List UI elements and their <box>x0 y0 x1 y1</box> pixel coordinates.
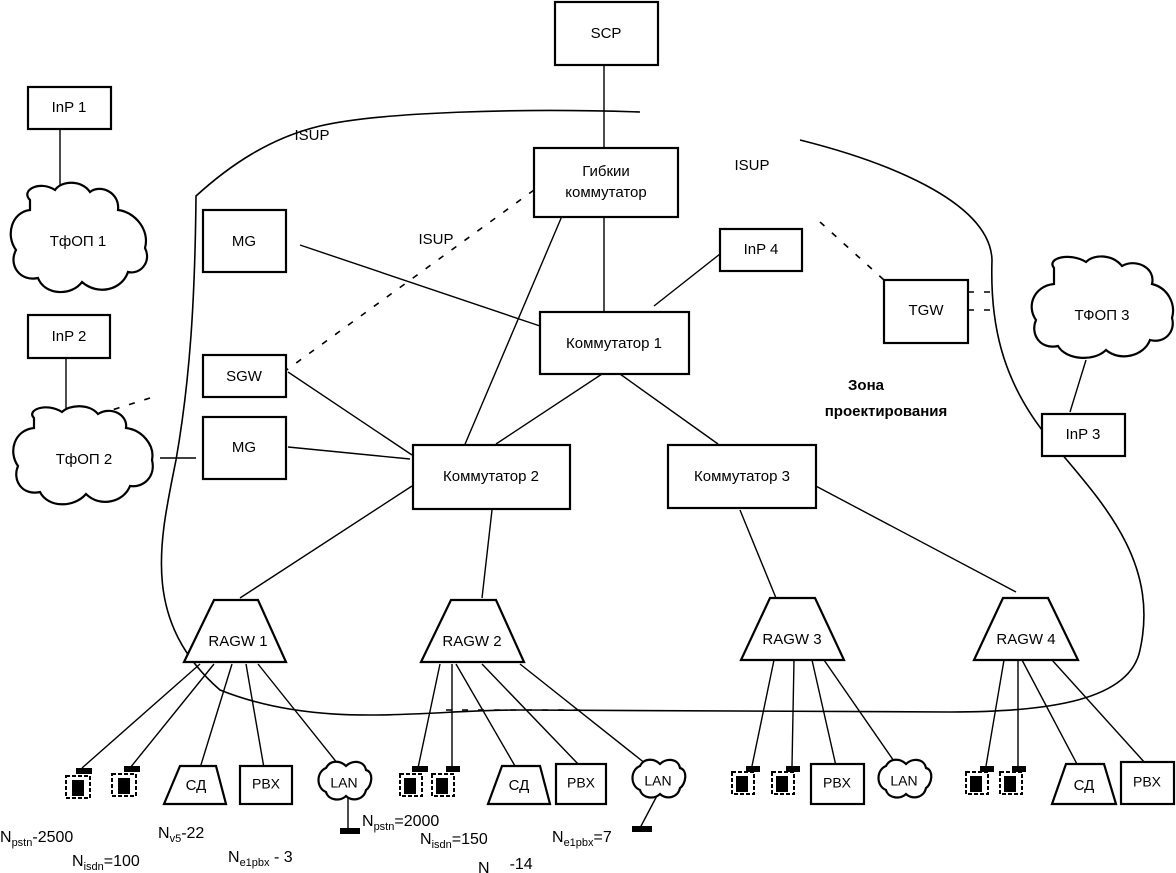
node-pbx-1[interactable]: PBX <box>238 764 294 806</box>
phone-icon <box>999 766 1026 795</box>
phone-icon <box>431 766 460 797</box>
ragw1-label: RAGW 1 <box>208 633 267 650</box>
lan-label: LAN <box>330 775 357 791</box>
terminal-icons <box>65 766 1026 834</box>
node-pbx-2[interactable]: PBX <box>554 762 608 806</box>
sd-label: СД <box>509 777 530 794</box>
node-ragw4[interactable]: RAGW 4 <box>972 596 1080 662</box>
node-pstn3[interactable]: ТФОП 3 <box>1030 255 1175 359</box>
param-n-pstn-1: Npstn-2500 <box>0 829 73 849</box>
terminal-icon <box>632 826 652 832</box>
terminal-icon <box>340 828 360 834</box>
lan-label: LAN <box>644 773 671 789</box>
node-inp1[interactable]: InP 1 <box>26 85 113 131</box>
ragw2-label: RAGW 2 <box>442 633 501 650</box>
node-ragw3[interactable]: RAGW 3 <box>739 596 846 662</box>
param-n-e1pbx-1: Ne1pbx - 3 <box>228 849 293 869</box>
param-n-e1pbx-2: Ne1pbx=7 <box>552 829 612 849</box>
node-lan-2[interactable]: LAN <box>631 758 687 799</box>
node-inp3[interactable]: InP 3 <box>1040 412 1127 458</box>
node-switch1[interactable]: Коммутатор 1 <box>538 310 691 376</box>
node-pstn1[interactable]: ТфОП 1 <box>9 181 149 294</box>
softswitch-label-1: Гибкии <box>582 163 630 180</box>
switch3-label: Коммутатор 3 <box>694 468 790 485</box>
design-zone-boundary <box>160 109 1145 716</box>
phone-icon <box>399 766 428 797</box>
inp4-label: InP 4 <box>744 241 779 258</box>
sgw-label: SGW <box>226 368 263 385</box>
phone-icon <box>731 766 760 795</box>
node-lan-3[interactable]: LAN <box>877 758 933 799</box>
param-n-v5: Nv5-22 <box>158 825 204 845</box>
node-ragw1[interactable]: RAGW 1 <box>182 598 288 664</box>
sd-label: СД <box>186 777 207 794</box>
mg-bottom-label: MG <box>232 439 256 456</box>
node-sd-1[interactable]: СД <box>162 764 228 806</box>
phone-icon <box>771 766 800 795</box>
pbx-label: PBX <box>252 776 281 792</box>
node-inp4[interactable]: InP 4 <box>718 227 804 273</box>
pbx-label: PBX <box>567 775 596 791</box>
tgw-label: TGW <box>909 302 945 319</box>
phone-icon <box>965 766 994 795</box>
isup-label-1: ISUP <box>294 127 329 144</box>
param-n-14: N-14 <box>478 856 533 873</box>
ragw4-label: RAGW 4 <box>996 631 1055 648</box>
scp-label: SCP <box>591 25 622 42</box>
inp2-label: InP 2 <box>52 328 87 345</box>
parameters: Npstn-2500 Nisdn=100 Nv5-22 Ne1pbx - 3 N… <box>0 813 612 873</box>
softswitch-label-2: коммутатор <box>565 184 646 201</box>
node-switch2[interactable]: Коммутатор 2 <box>411 443 572 511</box>
node-sgw[interactable]: SGW <box>201 353 288 399</box>
mg-top-label: MG <box>232 233 256 250</box>
inp1-label: InP 1 <box>52 99 87 116</box>
zone-label-2: проектирования <box>825 403 948 420</box>
phone-icon <box>111 766 140 797</box>
ragw3-label: RAGW 3 <box>762 631 821 648</box>
signalling-links <box>111 189 996 711</box>
param-n-pstn-2: Npstn=2000 <box>362 813 439 833</box>
pstn3-label: ТФОП 3 <box>1074 307 1129 324</box>
node-sd-3[interactable]: СД <box>1050 762 1118 806</box>
node-pstn2[interactable]: ТфОП 2 <box>12 405 154 506</box>
node-softswitch[interactable]: Гибкии коммутатор <box>532 146 680 219</box>
isup-label-2: ISUP <box>734 157 769 174</box>
zone-label-1: Зона <box>848 377 885 394</box>
node-switch3[interactable]: Коммутатор 3 <box>666 443 818 510</box>
lan-label: LAN <box>890 773 917 789</box>
node-tgw[interactable]: TGW <box>882 278 970 345</box>
node-mg-bottom[interactable]: MG <box>201 415 288 481</box>
pbx-label: PBX <box>1133 774 1162 790</box>
node-mg-top[interactable]: MG <box>201 208 288 274</box>
isup-label-3: ISUP <box>418 231 453 248</box>
node-scp[interactable]: SCP <box>553 0 660 67</box>
param-n-isdn-1: Nisdn=100 <box>72 853 140 873</box>
node-sd-2[interactable]: СД <box>486 764 552 806</box>
node-lan-1[interactable]: LAN <box>317 760 373 801</box>
sd-label: СД <box>1074 777 1095 794</box>
switch1-label: Коммутатор 1 <box>566 335 662 352</box>
node-inp2[interactable]: InP 2 <box>26 313 112 360</box>
inp3-label: InP 3 <box>1066 426 1101 443</box>
pstn2-label: ТфОП 2 <box>56 451 112 468</box>
node-ragw2[interactable]: RAGW 2 <box>419 598 526 664</box>
node-pbx-4[interactable]: PBX <box>1119 760 1176 806</box>
connections <box>59 66 1147 830</box>
node-pbx-3[interactable]: PBX <box>809 762 866 806</box>
phone-icon <box>65 768 92 799</box>
pstn1-label: ТфОП 1 <box>50 233 106 250</box>
switch2-label: Коммутатор 2 <box>443 468 539 485</box>
pbx-label: PBX <box>823 775 852 791</box>
param-n-isdn-2: Nisdn=150 <box>420 831 488 851</box>
